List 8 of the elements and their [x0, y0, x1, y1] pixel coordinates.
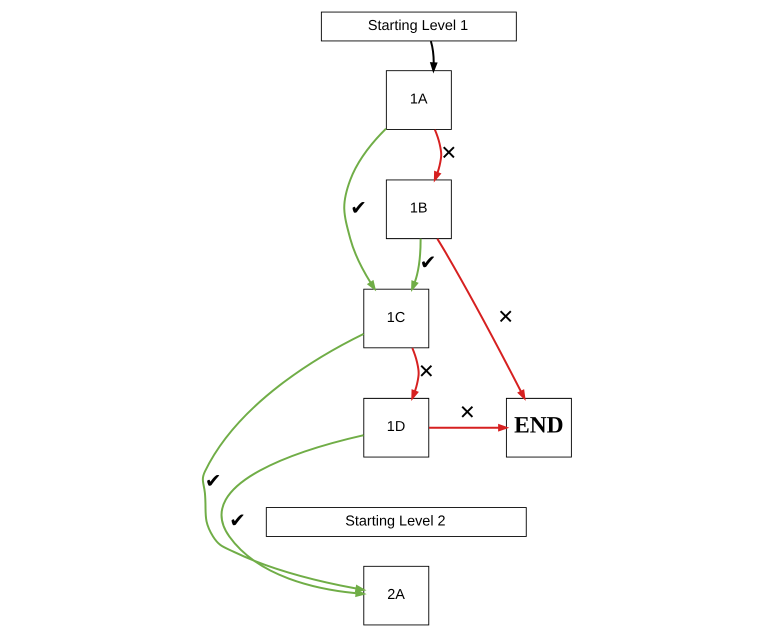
edge-label: ✕ — [417, 360, 434, 384]
edge-label: ✔ — [228, 509, 246, 532]
edge-label: ✔ — [204, 469, 222, 492]
edge-label: ✕ — [496, 306, 514, 329]
edge-label: ✕ — [440, 142, 457, 165]
edge-label: ✔ — [350, 196, 366, 220]
edge-label: ✔ — [419, 250, 436, 274]
edge-label: ✕ — [458, 401, 476, 424]
